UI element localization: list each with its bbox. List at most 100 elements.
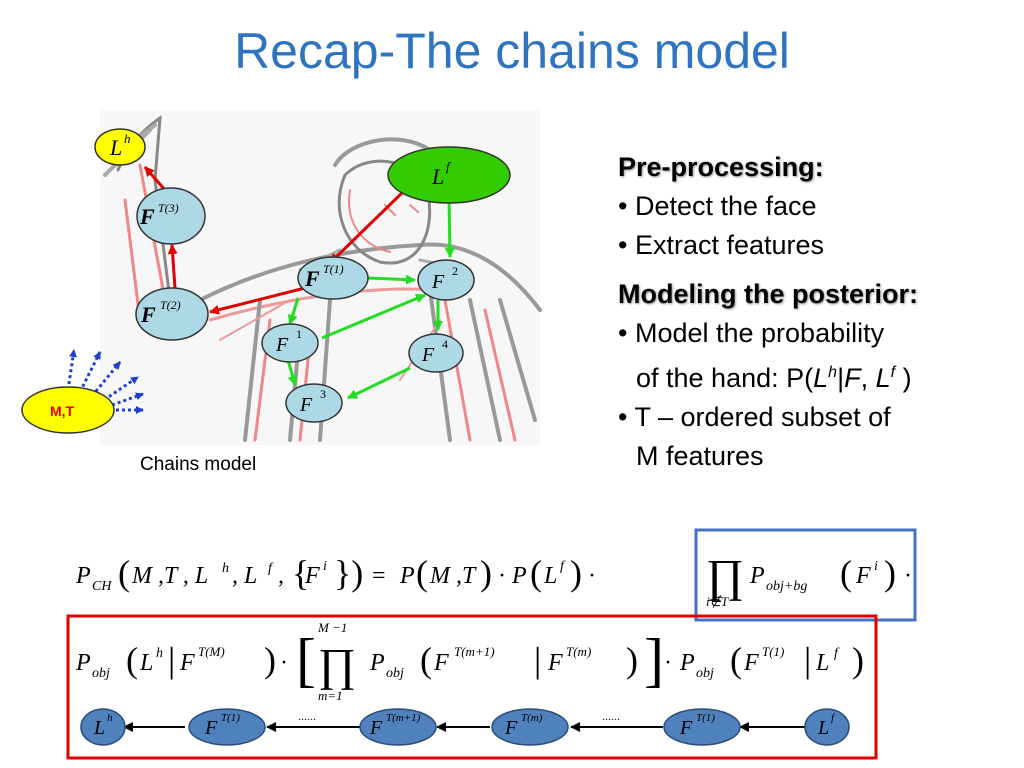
slide-title: Recap-The chains model <box>234 23 790 79</box>
svg-text:m=1: m=1 <box>318 688 343 703</box>
chain-node-1-sup: T(1) <box>221 712 240 724</box>
posterior-header: Modeling the posterior: <box>618 279 918 309</box>
svg-text:L: L <box>815 650 829 676</box>
svg-text:F: F <box>547 650 563 676</box>
node-F4: F 4 <box>408 333 464 373</box>
chain-node-0: L h <box>80 708 126 746</box>
blue-highlight-box <box>694 528 917 622</box>
diagram-caption: Chains model <box>140 454 257 475</box>
svg-text:L: L <box>139 650 153 676</box>
node-FT2-sup: T(2) <box>160 298 181 312</box>
svg-text:T(M): T(M) <box>198 644 225 659</box>
node-MT-label: M,T <box>50 403 75 419</box>
preprocessing-item-1: • Detect the face <box>618 191 817 221</box>
svg-text:f: f <box>834 646 840 661</box>
green-arrows <box>286 197 455 400</box>
svg-text:, L: , L <box>232 563 257 589</box>
node-Lh-main: L <box>109 135 122 160</box>
svg-text:P: P <box>75 650 91 676</box>
right-text-panel: Pre-processing: • Detect the face • Extr… <box>618 148 1018 476</box>
svg-text:(: ( <box>420 640 432 680</box>
svg-text:CH: CH <box>92 579 112 594</box>
node-FT2-main: F <box>140 302 156 327</box>
node-FT1: F T(1) <box>297 256 369 300</box>
svg-text:i: i <box>323 559 327 574</box>
svg-text:): ) <box>626 640 638 680</box>
node-F1-sup: 1 <box>296 327 302 341</box>
chain-node-1: F T(1) <box>188 708 266 746</box>
red-highlight-box <box>66 614 878 760</box>
svg-text:P: P <box>749 563 765 589</box>
node-FT1-main: F <box>304 266 320 291</box>
chain-node-5-sup: f <box>831 712 836 724</box>
svg-text:F: F <box>433 650 449 676</box>
node-F2-sup: 2 <box>452 264 458 278</box>
node-F2-main: F <box>431 271 445 293</box>
posterior-line-2-pre: of the hand: P( <box>636 363 814 393</box>
node-FT1-sup: T(1) <box>323 262 344 276</box>
chain-node-2: F T(m+1) <box>359 708 437 746</box>
node-F2: F 2 <box>417 259 475 301</box>
svg-text:·: · <box>664 650 672 676</box>
chain-node-3-sup: T(m) <box>521 712 543 724</box>
svg-text:M ,T: M ,T <box>429 563 477 589</box>
node-FT3-sup: T(3) <box>158 201 179 215</box>
svg-text:): ) <box>884 553 896 593</box>
posterior-line-2-F: F <box>844 363 861 393</box>
chain-node-2-sup: T(m+1) <box>386 712 421 724</box>
chain-node-3: F T(m) <box>491 708 569 746</box>
svg-text:obj: obj <box>92 666 110 681</box>
chain-node-4-sup: T(1) <box>696 712 715 724</box>
svg-text:]: ] <box>644 627 664 693</box>
svg-text:T(m): T(m) <box>566 644 591 659</box>
chain-node-2-main: F <box>369 717 383 739</box>
svg-text:obj+bg: obj+bg <box>766 579 807 594</box>
posterior-line-2-L2: L <box>875 363 891 393</box>
svg-text:{: { <box>292 553 309 593</box>
node-FT3-main: F <box>139 204 155 229</box>
chain-dots-2: ...... <box>602 709 620 723</box>
svg-text:·: · <box>280 650 288 676</box>
node-Lh-sup: h <box>124 131 131 146</box>
svg-text:i: i <box>874 559 878 574</box>
chain-node-1-main: F <box>204 717 218 739</box>
svg-text:∏: ∏ <box>706 550 744 601</box>
svg-text:): ) <box>852 640 864 680</box>
svg-text:f: f <box>268 561 274 576</box>
svg-text:·: · <box>588 563 596 589</box>
posterior-line-2-f: f <box>890 364 896 381</box>
svg-text:M −1: M −1 <box>317 620 347 635</box>
posterior-line-2-bar: | <box>837 363 845 393</box>
chain-dots-1: ...... <box>298 709 316 723</box>
svg-text:P: P <box>75 563 91 589</box>
node-F1: F 1 <box>261 323 319 363</box>
svg-text:obj: obj <box>386 666 404 681</box>
svg-text:|: | <box>804 640 811 680</box>
svg-text:(: ( <box>416 553 428 593</box>
node-Lf: L f <box>387 146 511 204</box>
node-Lf-main: L <box>431 164 444 189</box>
red-arrows <box>143 166 407 315</box>
posterior-line-2-h: h <box>828 364 838 381</box>
node-F4-sup: 4 <box>442 337 448 351</box>
svg-text:obj: obj <box>696 666 714 681</box>
node-F4-main: F <box>421 344 435 366</box>
node-F3: F 3 <box>285 383 343 423</box>
svg-text:F: F <box>743 650 759 676</box>
mt-dotted-arrows <box>66 349 144 414</box>
posterior-line-4: M features <box>636 441 764 471</box>
svg-text:(: ( <box>840 553 852 593</box>
formula-line-1: P CH ( M ,T , L h , L f , { F i }) = P (… <box>75 550 912 609</box>
svg-text:h: h <box>156 646 163 661</box>
svg-text:f: f <box>560 559 566 574</box>
svg-text:): ) <box>570 553 582 593</box>
posterior-line-2: of the hand: P(Lh|F, Lf ) <box>618 353 1018 398</box>
chain-node-0-main: L <box>93 717 105 739</box>
svg-text:T(1): T(1) <box>762 644 784 659</box>
svg-text:P: P <box>369 650 385 676</box>
posterior-line-2-comma: , <box>860 363 876 393</box>
preprocessing-item-2: • Extract features <box>618 230 825 260</box>
node-FT2: F T(2) <box>135 287 209 341</box>
svg-text:F: F <box>304 563 320 589</box>
